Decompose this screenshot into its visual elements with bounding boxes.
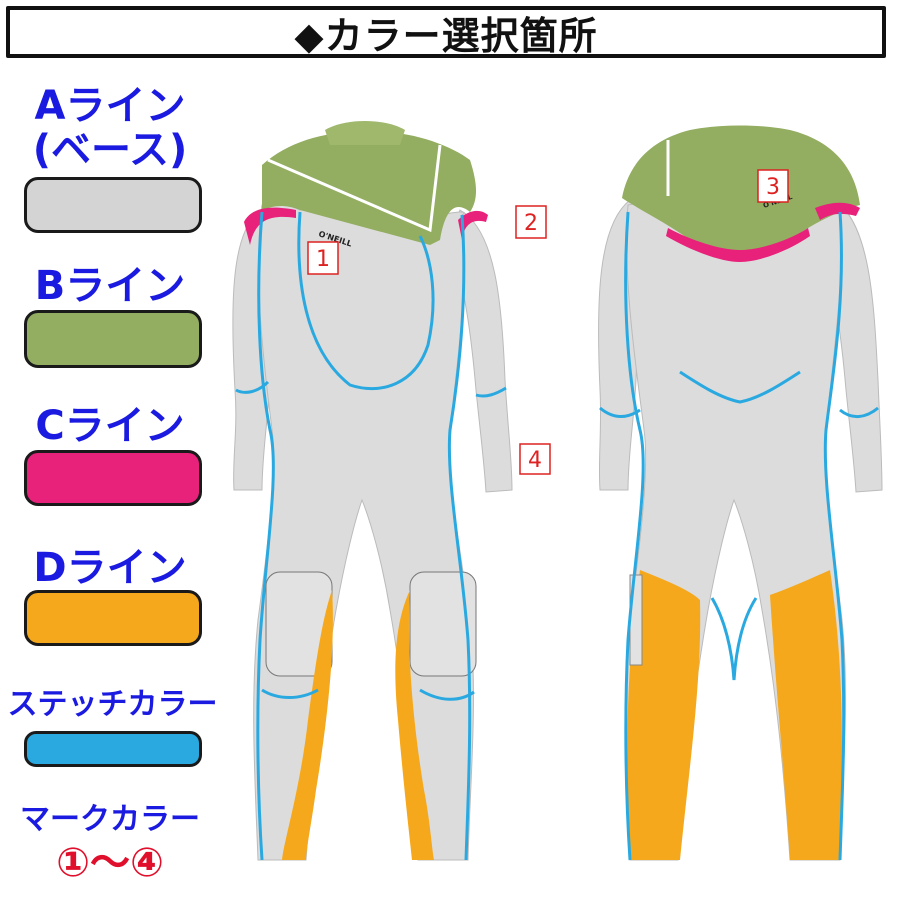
svg-text:4: 4 <box>528 448 542 473</box>
front-collar <box>325 121 405 145</box>
front-right-orange-stripe <box>395 590 434 860</box>
back-shoulder-panel <box>622 125 860 252</box>
front-chest-stitch <box>297 211 435 391</box>
a-line-sublabel: (ベース) <box>32 127 188 173</box>
stitch-swatch[interactable] <box>24 731 202 767</box>
front-stitch-outline <box>256 211 275 861</box>
front-right-knee-pad <box>409 571 477 677</box>
back-left-orange-panel <box>627 570 701 860</box>
callout-4[interactable]: 4 <box>519 443 551 475</box>
callout-3[interactable]: 3 <box>757 169 789 203</box>
mark-label: マークカラー <box>20 802 200 837</box>
front-body <box>253 202 474 861</box>
back-stitch-outline <box>624 211 645 861</box>
svg-text:3: 3 <box>766 175 780 200</box>
back-waist-stitch <box>679 370 801 404</box>
front-right-knee-stitch <box>419 688 475 701</box>
front-left-sleeve-stitch <box>235 380 270 394</box>
stitch-label: ステッチカラー <box>7 687 218 722</box>
back-right-sleeve-stitch <box>839 406 879 418</box>
b-line-label: Bライン <box>34 263 186 309</box>
c-line-label: Cライン <box>35 403 185 449</box>
back-left-sleeve-stitch <box>599 406 641 418</box>
c-line-swatch[interactable] <box>24 450 202 506</box>
front-zip-line <box>267 144 442 233</box>
front-left-orange-stripe <box>282 590 333 860</box>
callout-2[interactable]: 2 <box>515 205 547 239</box>
b-line-swatch[interactable] <box>24 310 202 368</box>
a-line-label: Aライン <box>34 83 186 129</box>
back-right-orange-panel <box>770 570 842 860</box>
front-left-pink-accent <box>244 207 296 245</box>
a-line-swatch[interactable] <box>24 177 202 233</box>
title-banner: ◆カラー選択箇所 <box>6 6 886 58</box>
back-stitch-outline-right <box>823 211 846 861</box>
back-right-pink-accent <box>815 202 860 220</box>
mark-range: ①～④ <box>56 840 164 886</box>
front-stitch-outline-right <box>447 214 472 861</box>
front-right-pink-accent <box>458 210 488 240</box>
back-calf-stitch <box>710 597 758 681</box>
front-chest-panel <box>262 131 476 245</box>
front-right-sleeve-stitch <box>475 386 507 398</box>
back-pink-accent <box>666 228 810 262</box>
d-line-label: Dライン <box>33 545 187 591</box>
svg-text:1: 1 <box>316 247 330 272</box>
back-wetsuit: O'NEILL <box>598 125 883 861</box>
callout-1[interactable]: 1 <box>307 241 339 275</box>
d-line-swatch[interactable] <box>24 590 202 646</box>
front-left-knee-stitch <box>261 688 319 699</box>
page-title: ◆カラー選択箇所 <box>294 13 598 58</box>
front-wetsuit: O'NEILL <box>232 121 513 861</box>
svg-text:2: 2 <box>524 211 538 236</box>
